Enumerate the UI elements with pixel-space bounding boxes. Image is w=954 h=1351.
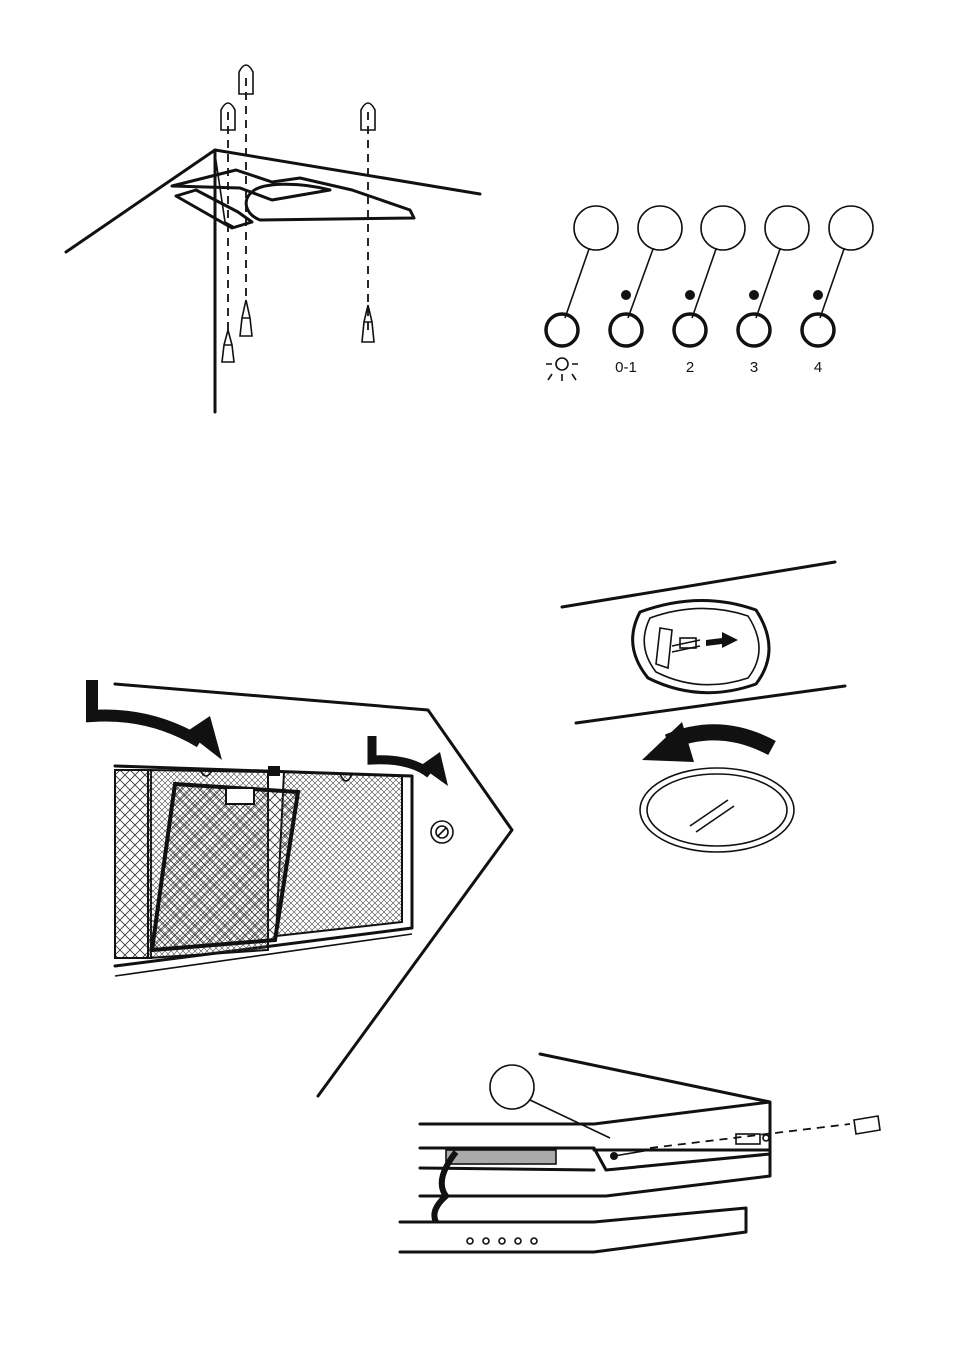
speed-button-4	[802, 314, 834, 346]
button-label-0-1: 0-1	[615, 359, 637, 376]
front-panel	[400, 1208, 746, 1252]
arrow-right-icon	[706, 632, 738, 648]
side-fixing-figure	[400, 1054, 880, 1252]
lamp-figure	[562, 562, 845, 852]
filter-left	[115, 770, 151, 958]
lamp-cover	[640, 768, 794, 852]
front-panel-buttons	[467, 1238, 537, 1244]
light-button	[546, 314, 578, 346]
grease-filter-figure	[92, 680, 512, 1096]
filter-handle	[226, 788, 254, 804]
callout-circle	[490, 1065, 534, 1109]
indicator-lights	[621, 290, 823, 300]
hood-top	[420, 1054, 770, 1150]
speed-button-3	[738, 314, 770, 346]
callout-circles	[574, 206, 873, 250]
curved-arrow-icon	[372, 736, 430, 774]
callout-leaders	[565, 249, 844, 318]
ceiling-mount-figure	[66, 65, 480, 412]
wall-plug-icon	[854, 1116, 880, 1134]
lamp-housing	[633, 600, 769, 692]
light-icon	[546, 358, 578, 381]
panel-buttons	[546, 314, 834, 346]
speed-button-2	[674, 314, 706, 346]
button-label-4: 4	[814, 359, 822, 376]
speed-button-0-1	[610, 314, 642, 346]
wall-plug-icon	[221, 65, 375, 130]
vent-slot	[446, 1150, 556, 1164]
button-label-2: 2	[686, 359, 694, 376]
button-label-3: 3	[750, 359, 758, 376]
screw-icon	[222, 300, 374, 362]
control-panel-figure: 0-1 2 3 4	[546, 206, 873, 381]
filter-removed	[152, 784, 298, 950]
